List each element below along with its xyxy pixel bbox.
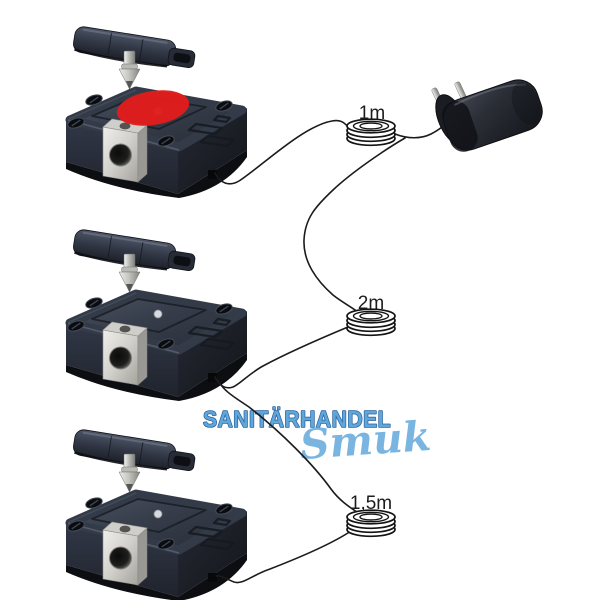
lock-device-top (66, 26, 247, 198)
cable-length-label-15m: 1,5m (350, 493, 392, 514)
watermark-script: Smuk (298, 412, 432, 469)
watermark-brand: SANITÄRHANDEL (203, 406, 391, 432)
cable-middle-lock-to-coil-15m (216, 378, 361, 515)
cable-length-label-2m: 2m (358, 293, 384, 314)
lock-device-bottom (66, 429, 247, 600)
cable-coil-15m: 1,5m (346, 493, 396, 538)
cables (214, 119, 447, 584)
lock-device-middle (66, 229, 247, 401)
cable-top-lock-to-coil-1m (214, 119, 349, 185)
cable-length-label-1m: 1m (359, 103, 385, 124)
power-adapter (431, 79, 543, 152)
adapter-body (441, 79, 543, 152)
watermark: SANITÄRHANDEL Smuk (202, 405, 432, 469)
cable-coil-1m-to-adapter (394, 123, 447, 139)
red-indicator (116, 90, 190, 126)
cable-adapter-to-coil-2m (303, 137, 406, 314)
cable-coil-2m: 2m (346, 293, 396, 337)
cable-coil-1m: 1m (346, 103, 396, 147)
cable-coil-15m-to-bottom-lock (215, 530, 352, 584)
